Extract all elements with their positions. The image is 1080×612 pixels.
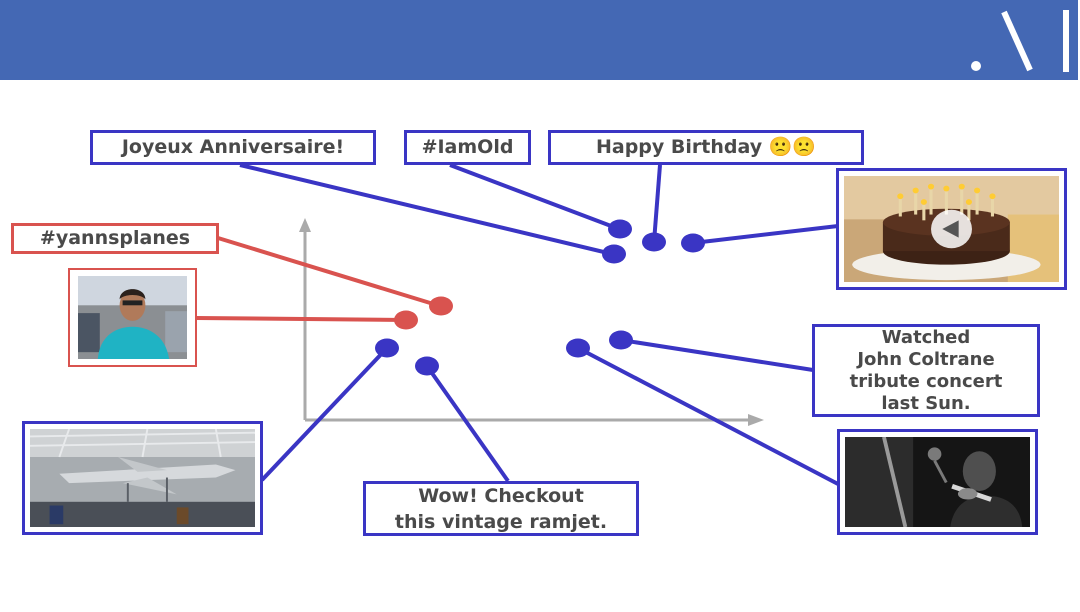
point-yannsplanes [429, 296, 453, 316]
label-joyeux-anniversaire: Joyeux Anniversaire! [90, 130, 376, 165]
y-axis-arrow-icon [299, 218, 311, 232]
connector-person-photo [195, 316, 407, 322]
point-iamold [608, 219, 632, 239]
label-yannsplanes: #yannsplanes [11, 223, 219, 254]
cake-video-thumbnail[interactable] [836, 168, 1067, 290]
connector-happy-birthday [652, 164, 662, 243]
connector-ramjet-text [425, 364, 510, 483]
connector-cake-video [692, 224, 839, 245]
birthday-cake-image [844, 176, 1059, 282]
header-bar [0, 0, 1078, 80]
label-coltrane-tribute: Watched John Coltrane tribute concert la… [812, 324, 1040, 417]
saxophone-photo-thumbnail[interactable] [837, 429, 1038, 535]
play-button-icon[interactable] [931, 209, 972, 249]
connector-joyeux [239, 163, 613, 256]
point-coltrane-text [609, 330, 633, 350]
label-happy-birthday: Happy Birthday 🙁🙁 [548, 130, 864, 165]
person-portrait-image [78, 276, 187, 359]
connector-yannsplanes [217, 236, 441, 308]
point-ramjet-text [415, 356, 439, 376]
connector-lines-red [195, 236, 441, 322]
label-iamold: #IamOld [404, 130, 531, 165]
connector-saxophone-photo [577, 346, 839, 486]
connector-lines [239, 163, 839, 486]
connector-coltrane-text [620, 338, 814, 372]
point-cake-video [681, 233, 705, 253]
x-axis-arrow-icon [748, 414, 764, 426]
embedding-points [375, 219, 705, 376]
slash-bars-logo-icon [971, 10, 1069, 72]
point-airplane-photo [375, 338, 399, 358]
point-saxophone-photo [566, 338, 590, 358]
jazz-saxophonist-image [845, 437, 1030, 527]
connector-iamold [449, 163, 620, 231]
airplane-photo-thumbnail[interactable] [22, 421, 263, 535]
vintage-aircraft-hangar-image [30, 429, 255, 527]
point-person-photo [394, 310, 418, 330]
point-happy-birthday [642, 232, 666, 252]
person-photo-thumbnail[interactable] [68, 268, 197, 367]
axes [299, 218, 764, 426]
label-vintage-ramjet: Wow! Checkout this vintage ramjet. [363, 481, 639, 536]
connector-airplane-photo [260, 346, 389, 482]
point-joyeux [602, 244, 626, 264]
